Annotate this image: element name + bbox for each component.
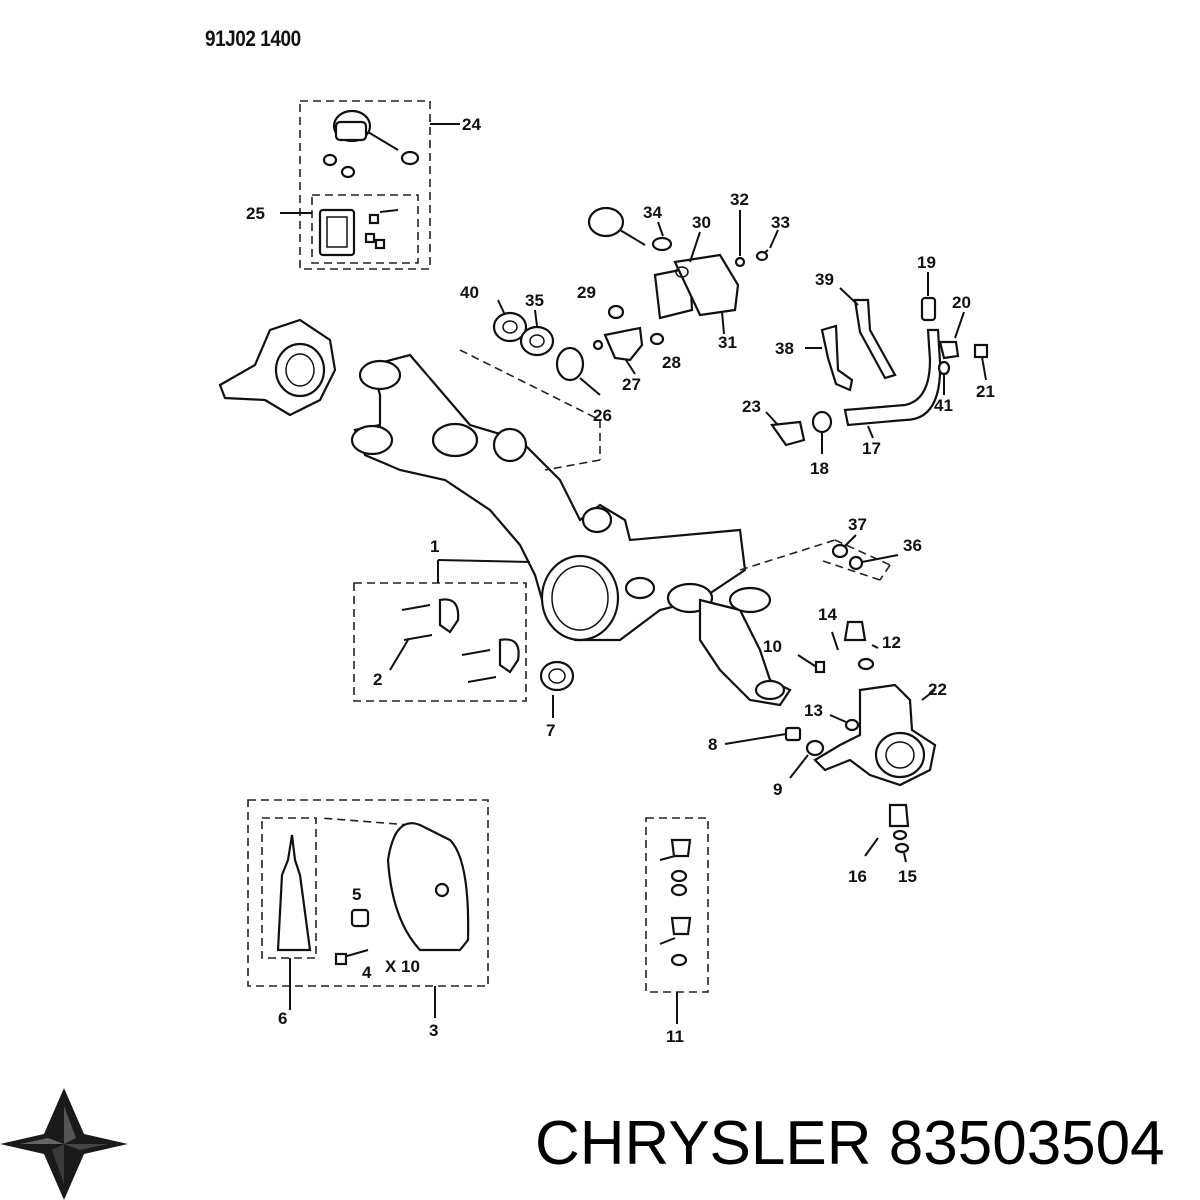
label-40: 40 (460, 283, 479, 302)
box-3 (247, 799, 489, 987)
label-2: 2 (373, 670, 382, 689)
label-24: 24 (462, 115, 481, 134)
label-6: 6 (278, 1009, 287, 1028)
label-17: 17 (862, 439, 881, 458)
label-8: 8 (708, 735, 717, 754)
seal-40 (492, 311, 528, 343)
label-32: 32 (730, 190, 749, 209)
bolts-2 (401, 598, 520, 683)
label-25: 25 (246, 204, 265, 223)
nut-29 (607, 304, 625, 320)
label-38: 38 (775, 339, 794, 358)
box-25 (311, 194, 419, 264)
label-13: 13 (804, 701, 823, 720)
arm-38 (820, 324, 854, 392)
label-12: 12 (882, 633, 901, 652)
fitting-19 (920, 296, 937, 322)
bolt-21 (973, 343, 989, 359)
label-14: 14 (818, 605, 837, 624)
cover-3 (386, 822, 470, 952)
part-number: 83503504 (888, 1109, 1165, 1178)
label-36: 36 (903, 536, 922, 555)
nut-12 (857, 657, 875, 671)
cover-31 (673, 253, 740, 317)
label-18: 18 (810, 459, 829, 478)
label-34: 34 (643, 203, 662, 222)
seal-35 (519, 325, 555, 357)
bolt-10 (814, 660, 826, 674)
bracket-27 (603, 326, 644, 362)
label-19: 19 (917, 253, 936, 272)
quantity-note: X 10 (385, 957, 420, 976)
label-30: 30 (692, 213, 711, 232)
clip-20 (938, 340, 960, 360)
ball-joint-15 (888, 803, 910, 854)
label-15: 15 (898, 867, 917, 886)
label-22: 22 (928, 680, 947, 699)
label-23: 23 (742, 397, 761, 416)
label-29: 29 (577, 283, 596, 302)
brand-name: CHRYSLER (535, 1109, 872, 1178)
plug-5 (334, 908, 370, 966)
ball-joint-14 (831, 620, 867, 651)
nut-18 (811, 410, 833, 434)
washer-41 (937, 360, 951, 376)
seal-7 (539, 660, 575, 692)
label-27: 27 (622, 375, 641, 394)
fitting-23 (770, 420, 806, 447)
washer-37 (831, 543, 849, 559)
label-11: 11 (666, 1027, 684, 1046)
label-41: 41 (934, 396, 953, 415)
label-35: 35 (525, 291, 544, 310)
label-7: 7 (546, 721, 555, 740)
label-28: 28 (662, 353, 681, 372)
box-1 (353, 582, 527, 702)
ball-joint-24 (322, 109, 420, 179)
ball-joints-11 (659, 838, 692, 967)
nut-9 (805, 739, 825, 757)
knuckle-22 (813, 683, 937, 787)
label-3: 3 (429, 1021, 438, 1040)
nut-28 (649, 332, 665, 346)
tube-17 (843, 328, 942, 427)
label-37: 37 (848, 515, 867, 534)
label-10: 10 (763, 637, 782, 656)
washer-32 (734, 256, 746, 268)
label-26: 26 (593, 406, 612, 425)
brand-part-number: CHRYSLER 83503504 (535, 1108, 1165, 1179)
label-31: 31 (718, 333, 737, 352)
label-16: 16 (848, 867, 867, 886)
plug-36 (848, 555, 864, 571)
strap-39 (853, 298, 897, 380)
axle-housing (350, 353, 792, 707)
label-20: 20 (952, 293, 971, 312)
label-39: 39 (815, 270, 834, 289)
bolt-8 (784, 726, 802, 742)
box-24 (299, 100, 431, 270)
label-21: 21 (976, 382, 995, 401)
label-5: 5 (352, 885, 361, 904)
chrysler-pentastar-icon (0, 1088, 128, 1200)
ball-joint-34 (587, 206, 673, 252)
sealant-tube-6 (276, 834, 312, 952)
label-33: 33 (771, 213, 790, 232)
diagram-code: 91J02 1400 (205, 26, 301, 51)
label-4: 4 (362, 963, 372, 982)
label-1: 1 (430, 537, 439, 556)
bracket-25 (318, 208, 399, 257)
label-9: 9 (773, 780, 782, 799)
nut-13 (844, 718, 860, 732)
bushing-26 (555, 346, 585, 382)
steering-knuckle-left (218, 318, 337, 417)
